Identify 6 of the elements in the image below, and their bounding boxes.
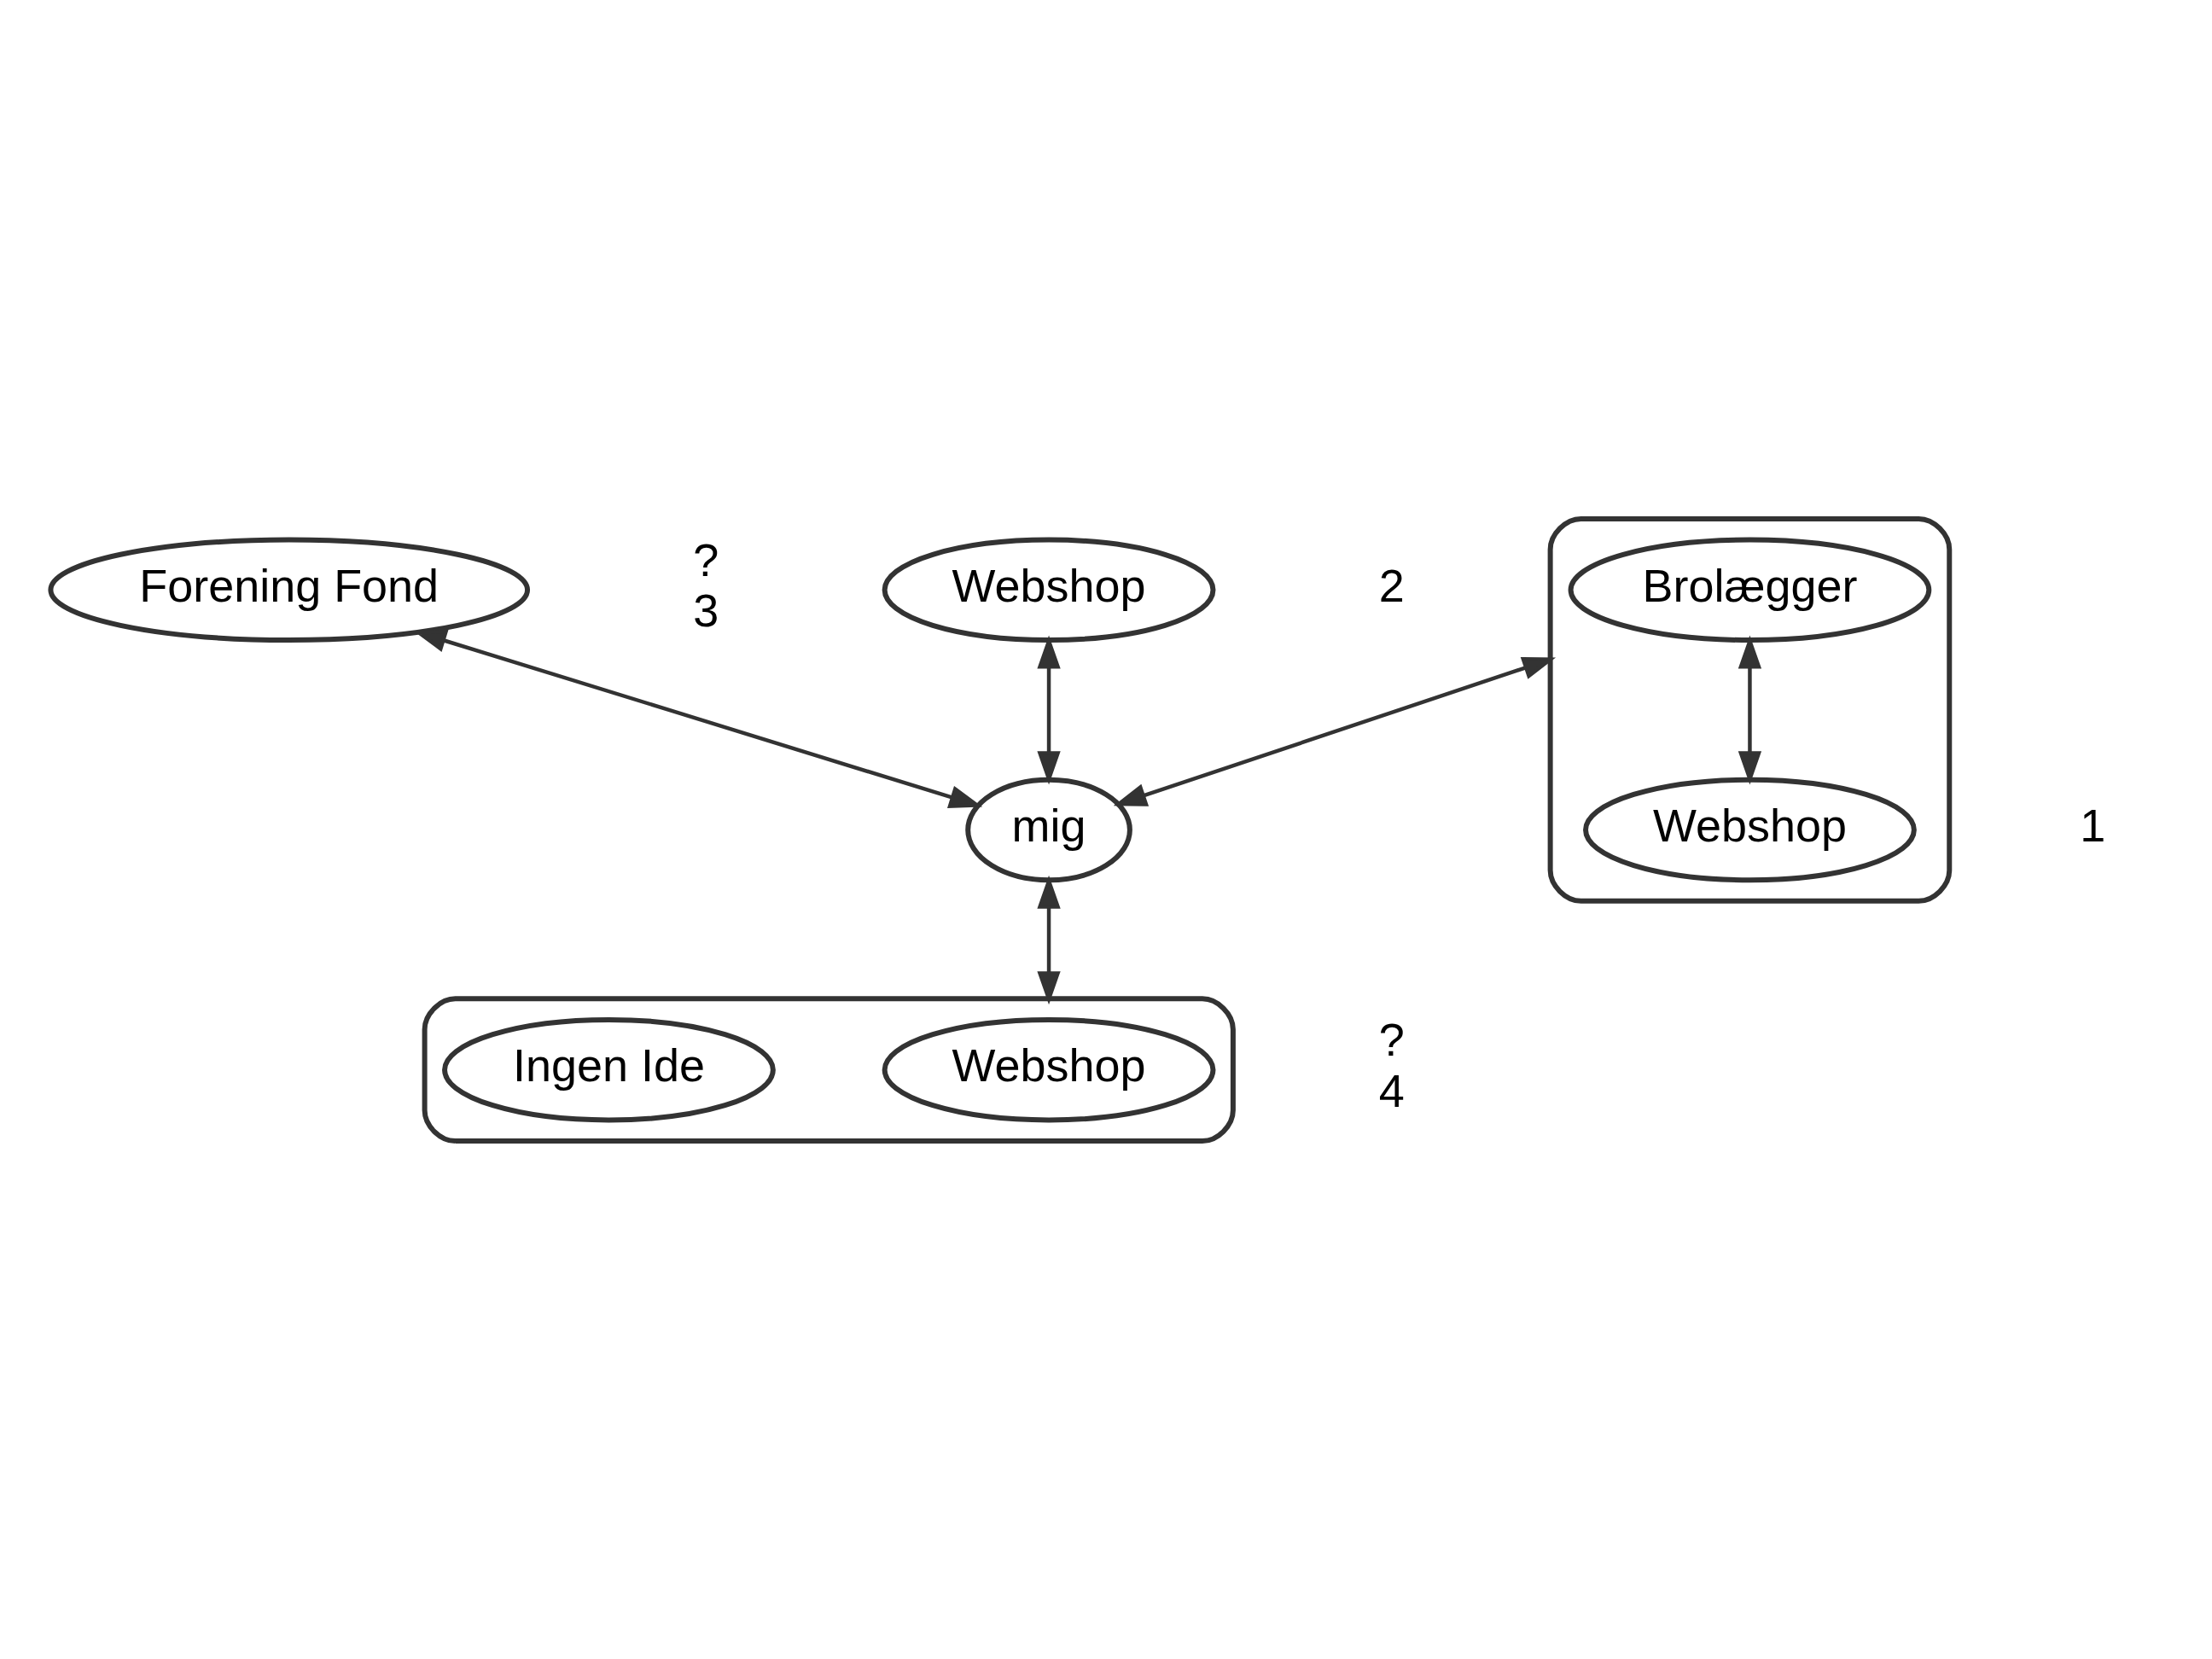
node-label: 1 <box>2080 799 2106 851</box>
node-label: 3 <box>693 584 719 636</box>
node-label: ? <box>1378 1013 1405 1065</box>
node-label: ? <box>693 533 719 585</box>
node-label: 4 <box>1378 1064 1405 1116</box>
node-label: 2 <box>1378 559 1405 610</box>
